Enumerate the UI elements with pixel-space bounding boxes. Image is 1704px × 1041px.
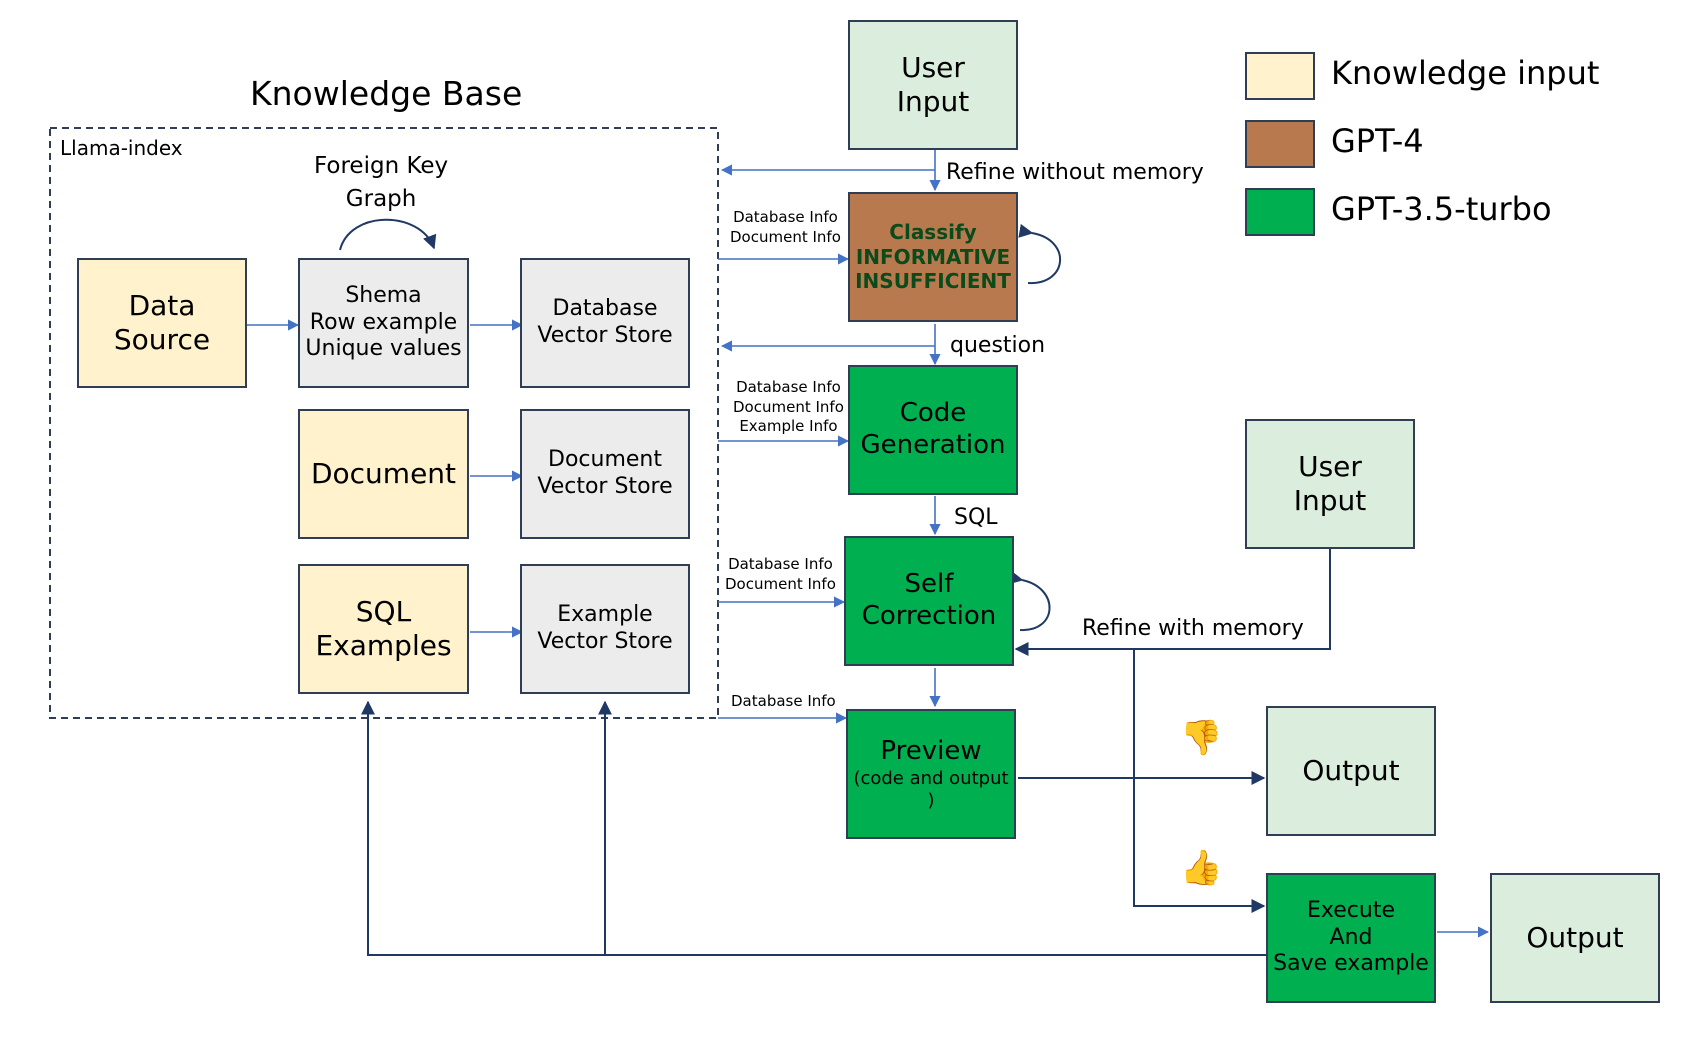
legend-label-gpt35: GPT-3.5-turbo <box>1331 190 1552 228</box>
output-bottom-box: Output <box>1490 873 1660 1003</box>
foreign-key-curve <box>339 218 437 251</box>
container-label: Llama-index <box>60 136 183 160</box>
legend-item-gpt35: GPT-3.5-turbo <box>1245 186 1665 238</box>
legend-label-knowledge: Knowledge input <box>1331 54 1600 92</box>
legend-swatch-gpt4 <box>1245 120 1315 168</box>
diagram-title: Knowledge Base <box>250 74 523 113</box>
legend-swatch-knowledge <box>1245 52 1315 100</box>
legend-swatch-gpt35 <box>1245 188 1315 236</box>
output-top-box: Output <box>1266 706 1436 836</box>
sql-label: SQL <box>954 505 998 530</box>
refine-without-memory-label: Refine without memory <box>946 160 1204 185</box>
preview-box: Preview (code and output ) <box>846 709 1016 839</box>
thumbs-up-icon: 👍 <box>1180 848 1223 888</box>
correction-self-loop <box>1008 570 1051 632</box>
arrow-execute-examples <box>361 700 1266 956</box>
legend-item-knowledge: Knowledge input <box>1245 50 1665 102</box>
legend-label-gpt4: GPT-4 <box>1331 122 1424 160</box>
arrow-memory-execute <box>1133 649 1266 913</box>
document-box: Document <box>298 409 469 539</box>
knowledge-base-container <box>49 127 719 719</box>
legend-item-gpt4: GPT-4 <box>1245 118 1665 170</box>
classify-self-loop <box>1018 223 1061 285</box>
foreign-key-label: Foreign Key Graph <box>314 153 449 213</box>
refine-with-memory-label: Refine with memory <box>1082 616 1304 641</box>
question-label: question <box>950 333 1046 358</box>
thumbs-down-icon: 👎 <box>1180 718 1223 758</box>
arrow-userinput-correction <box>1014 549 1331 656</box>
preview-inputs-label: Database Info <box>731 692 836 710</box>
